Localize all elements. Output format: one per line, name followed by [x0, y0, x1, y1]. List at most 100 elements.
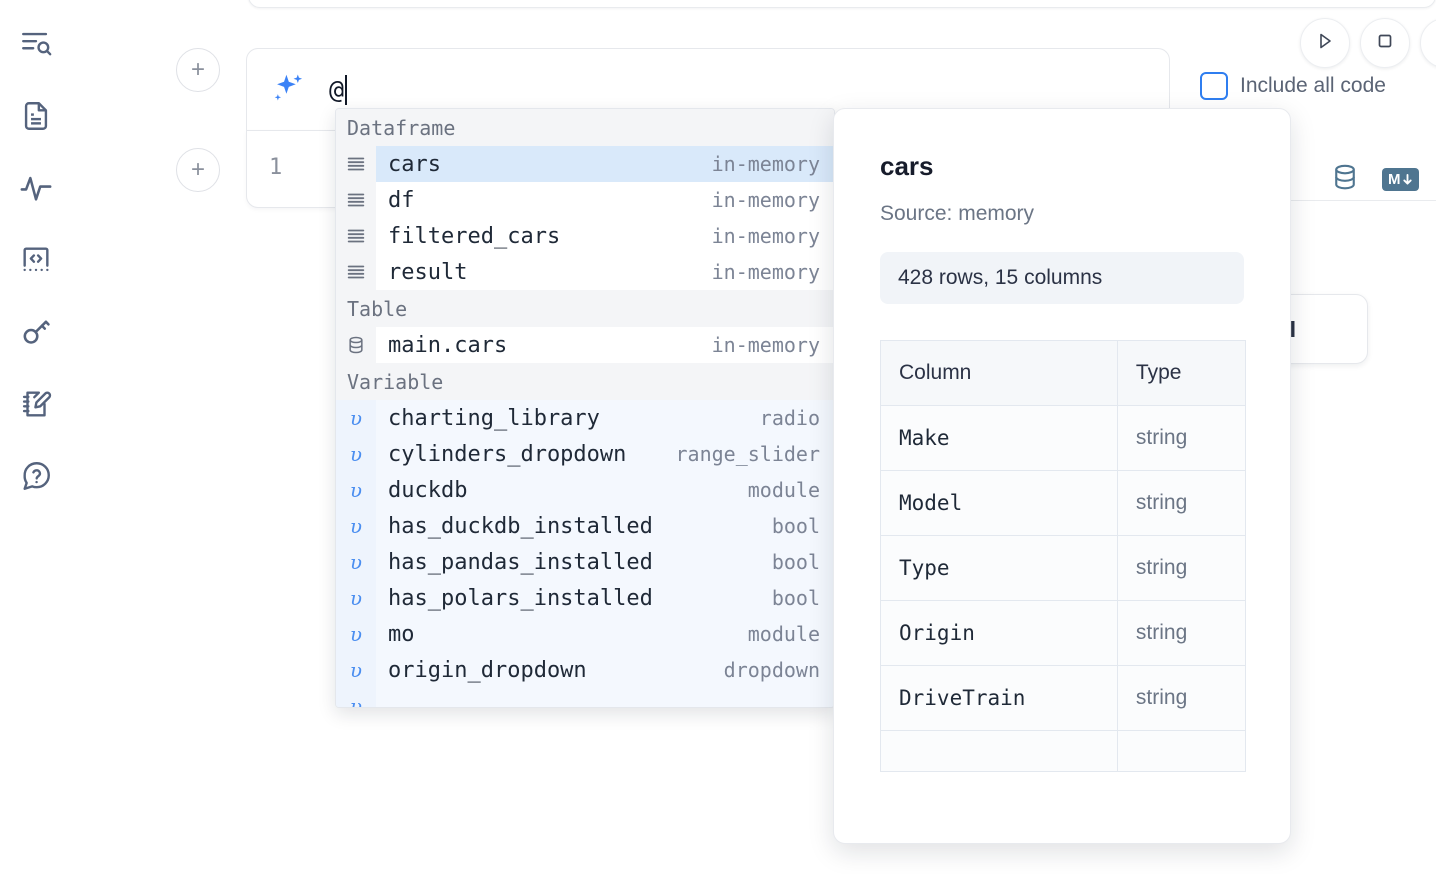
autocomplete-item[interactable]: υ cylinders_dropdown range_slider — [336, 436, 834, 472]
dataframe-icon — [336, 146, 376, 182]
ai-prompt-input[interactable]: @ — [307, 49, 1169, 130]
autocomplete-section-header: Table — [336, 290, 834, 327]
variable-icon: υ — [336, 652, 376, 688]
code-brackets-icon — [19, 243, 53, 277]
sidebar-item-notebook-pencil[interactable] — [10, 378, 62, 430]
autocomplete-item-name: has_duckdb_installed — [388, 513, 653, 539]
variable-icon: υ — [336, 472, 376, 508]
autocomplete-item-type: bool — [771, 514, 820, 538]
variable-icon: υ — [336, 688, 376, 707]
autocomplete-item-type: in-memory — [711, 224, 820, 248]
autocomplete-item-type: in-memory — [711, 152, 820, 176]
autocomplete-item-type: bool — [771, 586, 820, 610]
sidebar-item-code-brackets[interactable] — [10, 234, 62, 286]
file-icon — [19, 99, 53, 133]
include-all-code-checkbox[interactable] — [1200, 72, 1228, 100]
add-cell-button-top[interactable]: + — [176, 48, 220, 92]
sidebar-item-outline-search[interactable] — [10, 18, 62, 70]
sidebar-item-help-chat[interactable] — [10, 450, 62, 502]
run-button[interactable] — [1300, 18, 1350, 68]
autocomplete-item-type: bool — [771, 550, 820, 574]
notebook-pencil-icon — [19, 387, 53, 421]
dataframe-icon — [336, 218, 376, 254]
column-name-cell: Make — [880, 405, 1118, 471]
autocomplete-item-name: main.cars — [388, 332, 508, 358]
autocomplete-item-name: df — [388, 187, 415, 213]
autocomplete-item[interactable]: cars in-memory — [336, 146, 834, 182]
output-icon-group: M — [1330, 162, 1419, 197]
autocomplete-section-header: Dataframe — [336, 109, 834, 146]
help-chat-icon — [19, 459, 53, 493]
markdown-icon[interactable]: M — [1382, 168, 1419, 191]
autocomplete-item-type: module — [747, 478, 820, 502]
more-button[interactable] — [1420, 18, 1436, 68]
variable-icon: υ — [336, 436, 376, 472]
activity-icon — [19, 171, 53, 205]
output-divider — [1186, 200, 1436, 201]
include-all-code-label: Include all code — [1240, 74, 1386, 97]
autocomplete-item-type: range_slider — [675, 442, 821, 466]
column-type-cell: string — [1116, 600, 1247, 666]
column-name-cell — [880, 730, 1118, 772]
include-all-code-row[interactable]: Include all code — [1200, 72, 1386, 100]
autocomplete-item-type: radio — [759, 406, 820, 430]
outline-search-icon — [19, 27, 53, 61]
column-type-cell: string — [1116, 405, 1247, 471]
autocomplete-item[interactable]: result in-memory — [336, 254, 834, 290]
column-name-cell: DriveTrain — [880, 665, 1118, 731]
dataset-shape: 428 rows, 15 columns — [880, 252, 1244, 304]
sidebar-item-activity[interactable] — [10, 162, 62, 214]
column-type-cell: string — [1116, 470, 1247, 536]
autocomplete-item-name: result — [388, 259, 468, 285]
sidebar-item-file[interactable] — [10, 90, 62, 142]
variable-icon: υ — [336, 400, 376, 436]
database-icon[interactable] — [1330, 162, 1360, 197]
stop-button[interactable] — [1360, 18, 1410, 68]
autocomplete-item-type: in-memory — [711, 260, 820, 284]
column-type-cell — [1116, 730, 1247, 772]
dataset-source: Source: memory — [880, 202, 1035, 225]
autocomplete-item-type: in-memory — [711, 333, 820, 357]
add-cell-button-bottom[interactable]: + — [176, 148, 220, 192]
autocomplete-item[interactable]: υ — [336, 688, 834, 707]
sidebar-item-key[interactable] — [10, 306, 62, 358]
table-header-cell: Type — [1116, 340, 1247, 406]
column-name-cell: Origin — [880, 600, 1118, 666]
autocomplete-item-type: dropdown — [723, 658, 820, 682]
markdown-label: M — [1388, 171, 1401, 188]
autocomplete-item-name: origin_dropdown — [388, 657, 587, 683]
autocomplete-item-name: has_polars_installed — [388, 585, 653, 611]
sparkle-icon — [269, 71, 307, 109]
text-caret — [345, 74, 348, 105]
autocomplete-item[interactable]: filtered_cars in-memory — [336, 218, 834, 254]
autocomplete-item[interactable]: υ origin_dropdown dropdown — [336, 652, 834, 688]
play-icon — [1313, 29, 1337, 58]
autocomplete-item-name: cylinders_dropdown — [388, 441, 627, 467]
column-type-cell: string — [1116, 665, 1247, 731]
dataframe-icon — [336, 254, 376, 290]
autocomplete-item-type: module — [747, 622, 820, 646]
previous-cell — [248, 0, 1436, 8]
column-name-cell: Type — [880, 535, 1118, 601]
autocomplete-item-name: mo — [388, 621, 415, 647]
dataset-preview-panel: cars Source: memory 428 rows, 15 columns… — [833, 108, 1291, 844]
autocomplete-item-name: cars — [388, 151, 441, 177]
autocomplete-item[interactable]: main.cars in-memory — [336, 327, 834, 363]
autocomplete-item-name: filtered_cars — [388, 223, 561, 249]
autocomplete-item-name: has_pandas_installed — [388, 549, 653, 575]
line-number: 1 — [269, 155, 283, 180]
